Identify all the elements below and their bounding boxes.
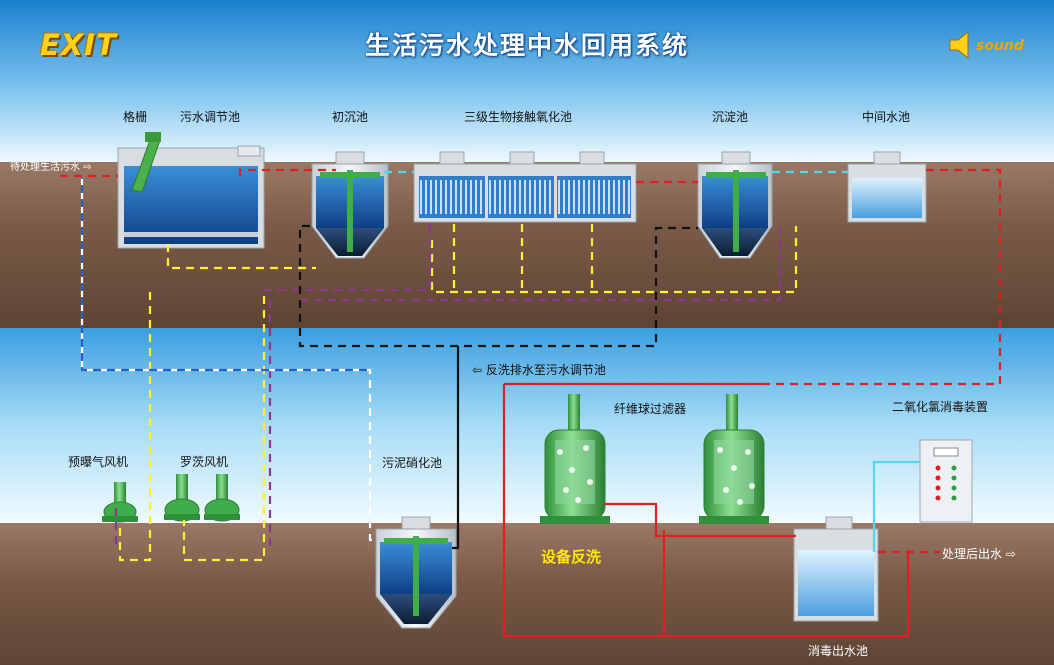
label-bio-contact-oxidation: 三级生物接触氧化池 bbox=[464, 110, 573, 124]
exit-button[interactable]: EXIT bbox=[40, 28, 117, 62]
label-sludge-digestion: 污泥硝化池 bbox=[382, 456, 443, 470]
page-title: 生活污水处理中水回用系统 bbox=[364, 31, 689, 60]
label-treated-outlet: 处理后出水 ⇨ bbox=[942, 547, 1016, 561]
sound-label: sound bbox=[976, 38, 1024, 54]
grille-screen bbox=[131, 132, 161, 193]
label-roots-blower: 罗茨风机 bbox=[180, 455, 229, 469]
label-intermediate-tank: 中间水池 bbox=[862, 110, 911, 124]
label-grille: 格栅 bbox=[123, 110, 148, 124]
label-primary-settling: 初沉池 bbox=[332, 110, 369, 124]
label-pre-aeration-fan: 预曝气风机 bbox=[68, 455, 129, 469]
sound-toggle-button[interactable]: sound bbox=[948, 30, 1024, 62]
label-disinfection-outlet-tank: 消毒出水池 bbox=[808, 644, 869, 658]
sedimentation-tank bbox=[697, 151, 773, 259]
roots-blower-2 bbox=[204, 474, 240, 522]
intermediate-tank bbox=[847, 151, 927, 223]
label-backwash-return: ⇦ 反洗排水至污水调节池 bbox=[472, 363, 606, 377]
label-equipment-backwash: 设备反洗 bbox=[541, 548, 602, 566]
disinfection-outlet-tank bbox=[793, 516, 879, 622]
sludge-digestion-tank bbox=[375, 516, 457, 629]
label-inlet: 待处理生活污水 ⇨ bbox=[10, 162, 92, 173]
chlorine-dioxide-device bbox=[919, 439, 973, 523]
speaker-icon bbox=[949, 30, 969, 60]
primary-settling-tank bbox=[311, 151, 389, 259]
label-fiber-filter: 纤维球过滤器 bbox=[614, 402, 687, 416]
regulating-tank bbox=[117, 145, 265, 249]
label-regulating-tank: 污水调节池 bbox=[180, 110, 241, 124]
label-sedimentation: 沉淀池 bbox=[712, 110, 749, 124]
pre-aeration-fan bbox=[102, 482, 138, 523]
roots-blower-1 bbox=[164, 474, 200, 522]
bio-contact-oxidation-tank bbox=[413, 151, 637, 223]
label-chlorine-dioxide: 二氧化氯消毒装置 bbox=[892, 400, 989, 414]
